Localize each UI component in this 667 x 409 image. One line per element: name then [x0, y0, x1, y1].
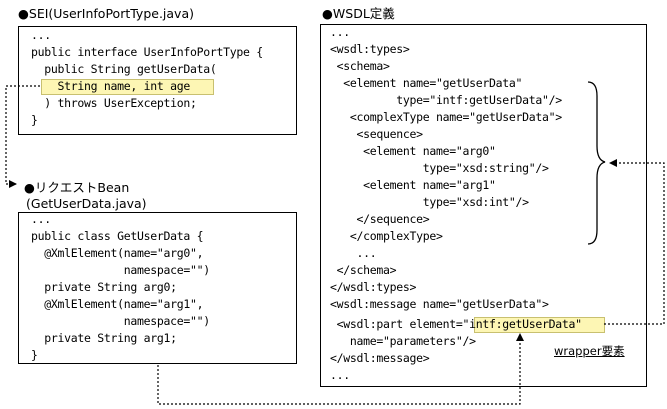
- wsdl-line-15: </wsdl:types>: [330, 280, 417, 294]
- wsdl-line-13: ...: [330, 246, 377, 260]
- wsdl-line-8: type="xsd:string"/>: [330, 161, 549, 175]
- request-bean-code-box: ... public class GetUserData { @XmlEleme…: [18, 212, 297, 364]
- wsdl-line-10: type="xsd:int"/>: [330, 195, 529, 209]
- bean-line-6: namespace=""): [31, 314, 210, 328]
- request-bean-subtitle: (GetUserData.java): [26, 196, 147, 211]
- sei-line-2: public String getUserData(: [31, 62, 217, 76]
- wsdl-line-5: <complexType name="getUserData">: [330, 110, 562, 124]
- wsdl-title: ●WSDL定義: [322, 6, 395, 21]
- bean-line-4: private String arg0;: [31, 280, 177, 294]
- wsdl-line-14: </schema>: [330, 263, 397, 277]
- sei-line-4: ) throws UserException;: [31, 96, 197, 110]
- sei-to-bean-connector: [5, 85, 40, 188]
- wsdl-line-3: <element name="getUserData": [330, 76, 523, 90]
- wsdl-code-box: ... <wsdl:types> <schema> <element name=…: [320, 24, 647, 387]
- wsdl-line-2: <schema>: [330, 59, 390, 73]
- wsdl-line-4: type="intf:getUserData"/>: [330, 93, 562, 107]
- bean-line-8: }: [31, 348, 38, 362]
- sei-line-0: ...: [31, 28, 51, 42]
- wsdl-line-6: <sequence>: [330, 127, 423, 141]
- sei-title: ●SEI(UserInfoPortType.java): [18, 6, 194, 21]
- bean-to-part-connector: [157, 333, 524, 405]
- bean-line-3: namespace=""): [31, 263, 210, 277]
- wsdl-line-1: <wsdl:types>: [330, 42, 410, 56]
- sei-line-3: String name, int age: [31, 79, 190, 93]
- sei-code-box: ... public interface UserInfoPortType { …: [18, 26, 297, 135]
- wsdl-line-16: <wsdl:message name="getUserData">: [330, 297, 549, 311]
- wsdl-line-11: </sequence>: [330, 212, 430, 226]
- part-to-schema-connector: [604, 159, 665, 325]
- schema-brace: [587, 81, 606, 245]
- wsdl-line-20: ...: [330, 368, 350, 382]
- bean-line-0: ...: [31, 212, 51, 226]
- bean-line-5: @XmlElement(name="arg1",: [31, 297, 204, 311]
- request-bean-title: ●リクエストBean: [24, 180, 130, 195]
- wsdl-line-7: <element name="arg0": [330, 144, 496, 158]
- wsdl-line-12: </complexType>: [330, 229, 443, 243]
- wrapper-element-label: wrapper要素: [554, 344, 625, 358]
- wsdl-line-0: ...: [330, 25, 350, 39]
- bean-line-7: private String arg1;: [31, 331, 177, 345]
- bean-line-1: public class GetUserData {: [31, 229, 204, 243]
- sei-line-1: public interface UserInfoPortType {: [31, 45, 263, 59]
- sei-params-highlight: [41, 79, 214, 95]
- wsdl-line-17: <wsdl:part element="intf:getUserData": [330, 317, 582, 331]
- bean-line-2: @XmlElement(name="arg0",: [31, 246, 204, 260]
- wsdl-part-element-highlight: [474, 317, 605, 333]
- wsdl-line-19: </wsdl:message>: [330, 351, 430, 365]
- sei-line-5: }: [31, 113, 38, 127]
- wsdl-line-9: <element name="arg1": [330, 178, 496, 192]
- wsdl-line-18: name="parameters"/>: [330, 334, 476, 348]
